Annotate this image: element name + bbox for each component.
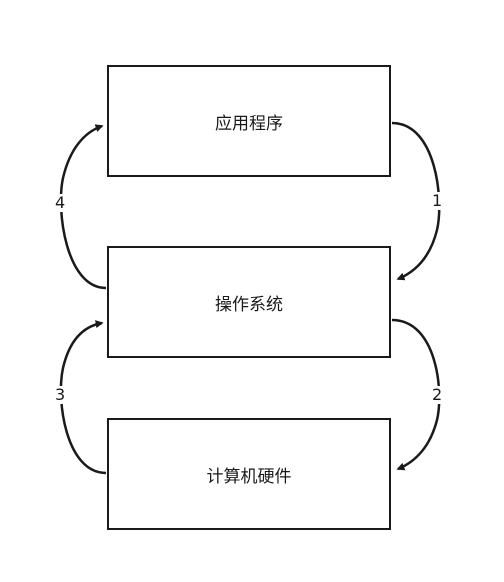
- arrow-4-label: 4: [53, 193, 68, 212]
- operating-system-box: 操作系统: [107, 246, 391, 358]
- arrow-1: [391, 121, 441, 281]
- arrow-3: [59, 320, 107, 475]
- arrow-1-label: 1: [430, 191, 445, 210]
- hardware-label: 计算机硬件: [206, 466, 292, 487]
- application-box: 应用程序: [107, 65, 391, 177]
- operating-system-label: 操作系统: [215, 294, 283, 315]
- hardware-box: 计算机硬件: [107, 418, 391, 530]
- arrow-2-label: 2: [430, 385, 445, 404]
- arrow-4: [59, 124, 107, 290]
- application-label: 应用程序: [215, 113, 283, 134]
- arrow-3-label: 3: [53, 385, 68, 404]
- arrow-2: [391, 318, 441, 471]
